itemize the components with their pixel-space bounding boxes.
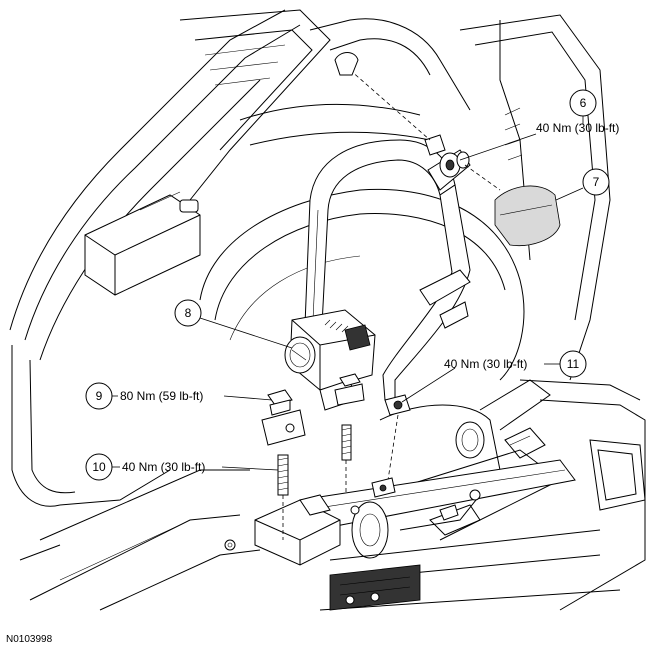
upper-guide-assembly bbox=[334, 52, 501, 191]
stud-10 bbox=[277, 424, 352, 540]
callout-leaders bbox=[112, 116, 584, 471]
bolt-9 bbox=[261, 373, 365, 446]
callout-7: 7 bbox=[582, 168, 610, 196]
callout-11-label: 40 Nm (30 lb-ft) bbox=[444, 357, 527, 371]
seatbelt-webbing bbox=[304, 139, 471, 401]
anchor-bolt-11 bbox=[371, 394, 411, 498]
callout-9-number: 9 bbox=[96, 389, 103, 403]
callout-11-circle bbox=[559, 350, 587, 378]
reference-code: N0103998 bbox=[6, 634, 53, 645]
callout-11-number: 11 bbox=[567, 357, 580, 371]
callout-8-number: 8 bbox=[185, 306, 192, 320]
callout-8: 8 bbox=[174, 299, 202, 327]
callout-10-number: 10 bbox=[92, 460, 106, 474]
callout-7-circle bbox=[582, 168, 610, 196]
callout-9-circle bbox=[85, 382, 113, 410]
callout-9-label: 80 Nm (59 lb-ft) bbox=[120, 389, 203, 403]
callout-11: 11 40 Nm (30 lb-ft) bbox=[444, 350, 587, 378]
callout-10: 10 40 Nm (30 lb-ft) bbox=[85, 453, 205, 481]
callout-8-circle bbox=[174, 299, 202, 327]
callout-6: 6 40 Nm (30 lb-ft) bbox=[536, 89, 619, 135]
callout-10-label: 40 Nm (30 lb-ft) bbox=[122, 460, 205, 474]
callout-10-circle bbox=[85, 453, 113, 481]
callout-9: 9 80 Nm (59 lb-ft) bbox=[85, 382, 203, 410]
vehicle-body-structure bbox=[9, 9, 646, 611]
callout-6-circle bbox=[569, 89, 597, 117]
trim-cover-7 bbox=[494, 185, 561, 247]
callout-7-number: 7 bbox=[593, 175, 600, 189]
callout-6-number: 6 bbox=[580, 96, 587, 110]
callout-6-label: 40 Nm (30 lb-ft) bbox=[536, 121, 619, 135]
